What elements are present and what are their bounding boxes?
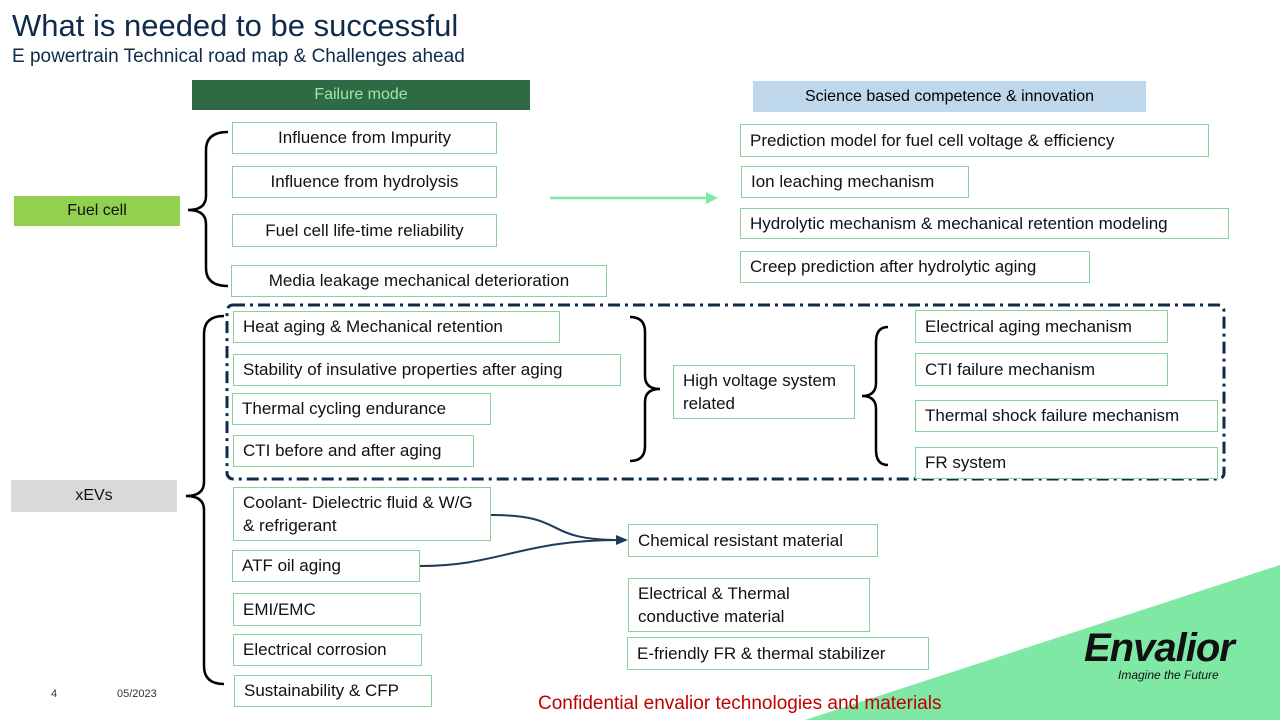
failure-cti-aging: CTI before and after aging [233,435,474,467]
hv-science-brace [861,325,889,467]
failure-mode-header: Failure mode [192,80,530,110]
xevs-category: xEVs [11,480,177,512]
science-creep-prediction: Creep prediction after hydrolytic aging [740,251,1090,283]
failure-media-leakage: Media leakage mechanical deterioration [231,265,607,297]
page-subtitle: E powertrain Technical road map & Challe… [12,46,465,67]
fuel-cell-brace [187,130,229,288]
failure-thermal-cycling: Thermal cycling endurance [232,393,491,425]
slide-date: 05/2023 [117,688,157,700]
failure-sustainability: Sustainability & CFP [234,675,432,707]
science-thermal-shock: Thermal shock failure mechanism [915,400,1218,432]
failure-impurity: Influence from Impurity [232,122,497,154]
failure-emi-emc: EMI/EMC [233,593,421,626]
science-ion-leaching: Ion leaching mechanism [741,166,969,198]
failure-atf-oil-aging: ATF oil aging [232,550,420,582]
confidential-note: Confidential envalior technologies and m… [538,693,942,714]
hv-dashed-frame [225,303,1226,481]
fuel-cell-category: Fuel cell [14,196,180,226]
page-title: What is needed to be successful [12,8,459,43]
material-conductive: Electrical & Thermal conductive material [628,578,870,632]
failure-heat-aging: Heat aging & Mechanical retention [233,311,560,343]
hv-failure-brace [629,315,661,463]
failure-lifetime-reliability: Fuel cell life-time reliability [232,214,497,247]
science-fr-system: FR system [915,447,1218,479]
science-prediction-model: Prediction model for fuel cell voltage &… [740,124,1209,157]
xevs-brace [185,314,225,686]
science-electrical-aging: Electrical aging mechanism [915,310,1168,343]
failure-coolant: Coolant- Dielectric fluid & W/G & refrig… [233,487,491,541]
material-fr-stabilizer: E-friendly FR & thermal stabilizer [627,637,929,670]
atf-connector [419,539,621,567]
failure-hydrolysis: Influence from hydrolysis [232,166,497,198]
hv-system-group: High voltage system related [673,365,855,419]
envalior-logo: Envalior [1084,626,1235,670]
failure-insulative-stability: Stability of insulative properties after… [233,354,621,386]
failure-electrical-corrosion: Electrical corrosion [233,634,422,666]
science-hydrolytic-mechanism: Hydrolytic mechanism & mechanical retent… [740,208,1229,239]
material-chemical-resistant: Chemical resistant material [628,524,878,557]
science-header: Science based competence & innovation [753,81,1146,112]
logo-tagline: Imagine the Future [1118,668,1219,682]
page-number: 4 [51,688,58,700]
science-cti-failure: CTI failure mechanism [915,353,1168,386]
coolant-connector [490,514,621,541]
